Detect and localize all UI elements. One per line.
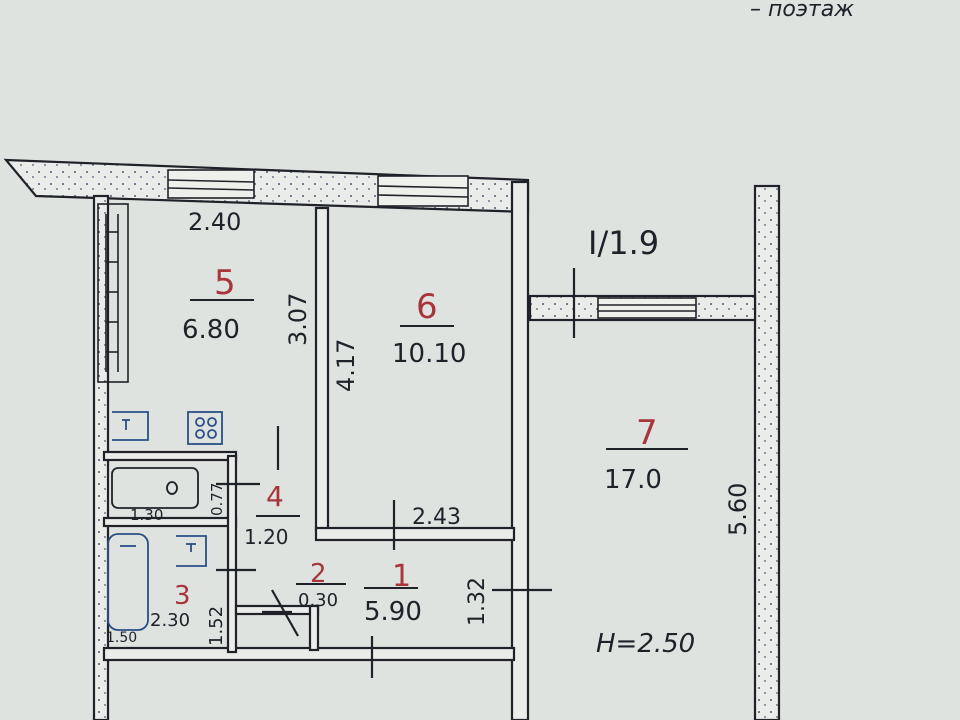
partition-hall [314,526,516,542]
room-4-area: 1.20 [244,525,289,549]
dim-room7-depth: 5.60 [724,483,752,536]
door-marks [216,268,576,678]
room-7-area: 17.0 [604,465,662,495]
partition-wc [102,516,238,528]
vent-shaft [97,203,129,383]
right-wall [753,184,781,720]
room-5-area: 6.80 [182,315,240,345]
room-2-area: 0.30 [298,590,338,611]
partition-5-6 [314,206,330,532]
room-7-number: 7 [636,413,658,453]
partition-6-7 [510,180,530,720]
dim-room5-width: 2.40 [188,208,241,236]
ceiling-height: H=2.50 [596,629,695,659]
room-3-area: 2.30 [150,610,190,631]
dim-wc-width: 1.30 [130,506,163,524]
corner-note: – поэтаж [750,0,854,22]
bathtub-icon [107,533,149,631]
room-6-area: 10.10 [392,339,466,369]
dim-wc-depth: 0.77 [208,483,226,516]
room-3-number: 3 [174,581,191,611]
room-5-number: 5 [214,263,236,303]
dim-bath-width: 1.50 [106,630,137,646]
dim-room6-depth: 4.17 [332,339,360,392]
stove-icon [187,411,223,445]
dim-bath-depth: 1.52 [206,606,227,646]
toilet-icon [111,467,199,509]
dim-hall-depth: 1.32 [465,577,490,626]
dim-room5-depth: 3.07 [284,293,312,346]
room-6-number: 6 [416,287,438,327]
partition-bath-right [226,454,238,654]
window-room5 [167,169,255,199]
windows [167,169,697,319]
room-4-number: 4 [266,480,284,513]
balcony-door [597,297,697,319]
label-underlines [190,299,688,589]
balcony-label: I/1.9 [588,224,659,262]
partition-bath [102,450,238,462]
washbasin-icon [176,535,207,567]
room-1-number: 1 [392,559,411,594]
partitions [102,180,530,720]
room-2-number: 2 [310,559,327,589]
window-room6 [377,175,469,207]
room-1-area: 5.90 [364,597,422,627]
partition-closet-right [308,604,320,652]
sink-icon [112,411,149,441]
dim-hall-width: 2.43 [412,505,461,530]
